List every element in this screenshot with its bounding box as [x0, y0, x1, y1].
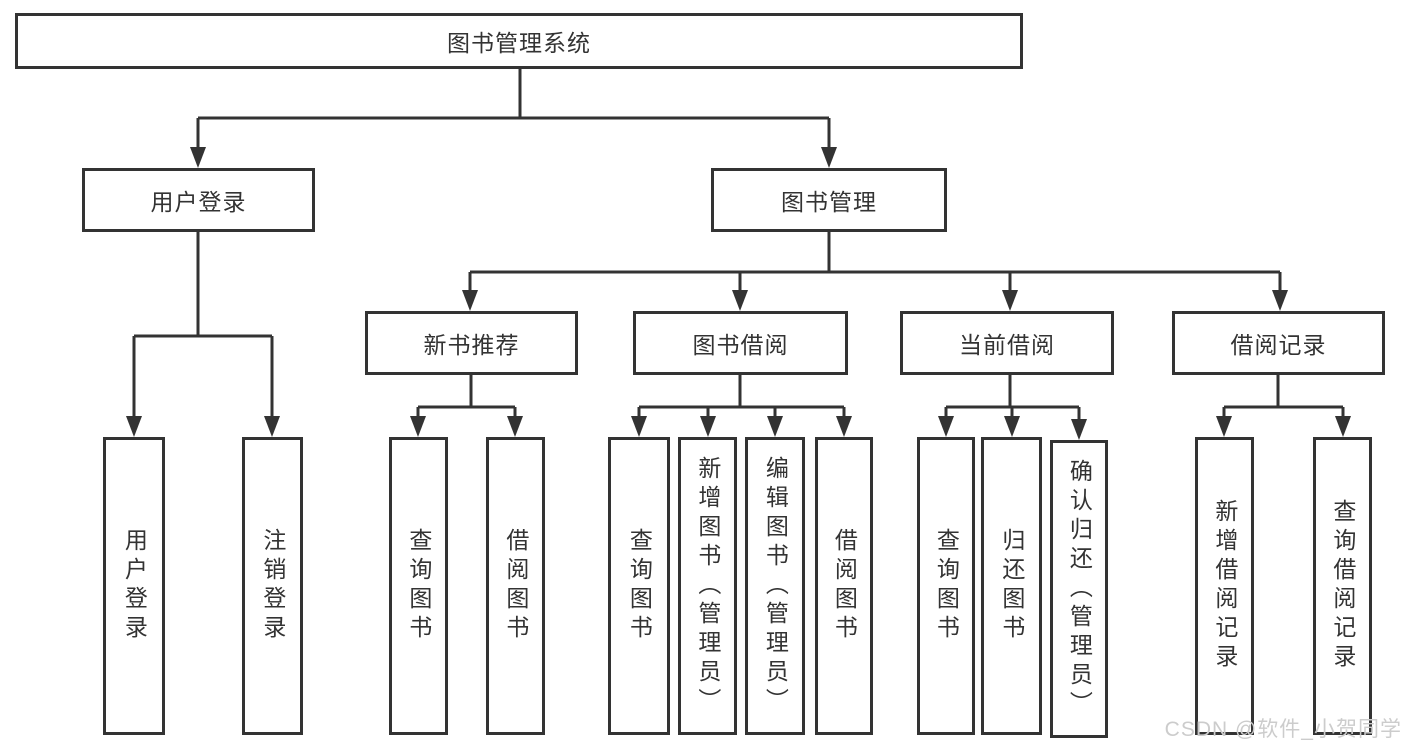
connector-borrow-records: [1222, 375, 1345, 423]
arrowhead-icon: [126, 416, 142, 437]
node-borrow-records: 借阅记录: [1172, 311, 1385, 375]
arrowhead-icon: [1004, 416, 1020, 437]
leaf-label: 注销登录: [259, 528, 286, 644]
arrowhead-icon: [462, 290, 478, 311]
arrowhead-icon: [836, 416, 852, 437]
arrowhead-icon: [410, 416, 426, 437]
leaf-add-borrow-record: 新增借阅记录: [1195, 437, 1254, 735]
leaf-label: 编辑图书（管理员）: [762, 455, 789, 717]
leaf-label: 查询图书: [933, 528, 960, 644]
leaf-query-books-1: 查询图书: [389, 437, 448, 735]
arrowhead-icon: [190, 147, 206, 168]
leaf-return-books: 归还图书: [981, 437, 1042, 735]
leaf-query-borrow-record: 查询借阅记录: [1313, 437, 1372, 735]
leaf-edit-books-admin: 编辑图书（管理员）: [745, 437, 805, 735]
arrowhead-icon: [700, 416, 716, 437]
leaf-label: 归还图书: [998, 528, 1025, 644]
node-book-borrow: 图书借阅: [633, 311, 848, 375]
leaf-label: 借阅图书: [831, 528, 858, 644]
leaf-query-books-3: 查询图书: [917, 437, 975, 735]
arrowhead-icon: [938, 416, 954, 437]
connector-book-borrow: [637, 375, 846, 423]
leaf-confirm-return-admin: 确认归还（管理员）: [1050, 440, 1108, 738]
arrowhead-icon: [1335, 416, 1351, 437]
csdn-watermark: CSDN @软件_小贺同学: [1164, 718, 1402, 741]
leaf-label: 新增借阅记录: [1211, 499, 1238, 673]
leaf-borrow-books-1: 借阅图书: [486, 437, 545, 735]
arrowhead-icon: [631, 416, 647, 437]
connector-new-book: [416, 375, 517, 423]
connector-current-borrow: [944, 375, 1081, 426]
leaf-borrow-books-2: 借阅图书: [815, 437, 873, 735]
leaf-query-books-2: 查询图书: [608, 437, 670, 735]
arrowhead-icon: [1071, 419, 1087, 440]
arrowhead-icon: [264, 416, 280, 437]
arrowhead-icon: [767, 416, 783, 437]
leaf-label: 查询图书: [626, 528, 653, 644]
leaf-logout: 注销登录: [242, 437, 303, 735]
connector-root: [196, 69, 831, 153]
connector-user-login: [132, 232, 274, 422]
arrowhead-icon: [1272, 290, 1288, 311]
arrowhead-icon: [732, 290, 748, 311]
node-book-management-group: 图书管理: [711, 168, 947, 232]
leaf-label: 借阅图书: [502, 528, 529, 644]
leaf-label: 新增图书（管理员）: [694, 455, 721, 717]
arrowhead-icon: [1002, 290, 1018, 311]
leaf-user-login: 用户登录: [103, 437, 165, 735]
node-current-borrow: 当前借阅: [900, 311, 1114, 375]
leaf-label: 查询图书: [405, 528, 432, 644]
leaf-label: 确认归还（管理员）: [1066, 458, 1093, 720]
arrowhead-icon: [821, 147, 837, 168]
arrowhead-icon: [1216, 416, 1232, 437]
node-user-login-group: 用户登录: [82, 168, 315, 232]
leaf-label: 用户登录: [121, 528, 148, 644]
leaf-label: 查询借阅记录: [1329, 499, 1356, 673]
leaf-add-books-admin: 新增图书（管理员）: [678, 437, 737, 735]
connector-book-management: [468, 232, 1282, 297]
node-root-system: 图书管理系统: [15, 13, 1023, 69]
arrowhead-icon: [507, 416, 523, 437]
node-new-book-recommend: 新书推荐: [365, 311, 578, 375]
